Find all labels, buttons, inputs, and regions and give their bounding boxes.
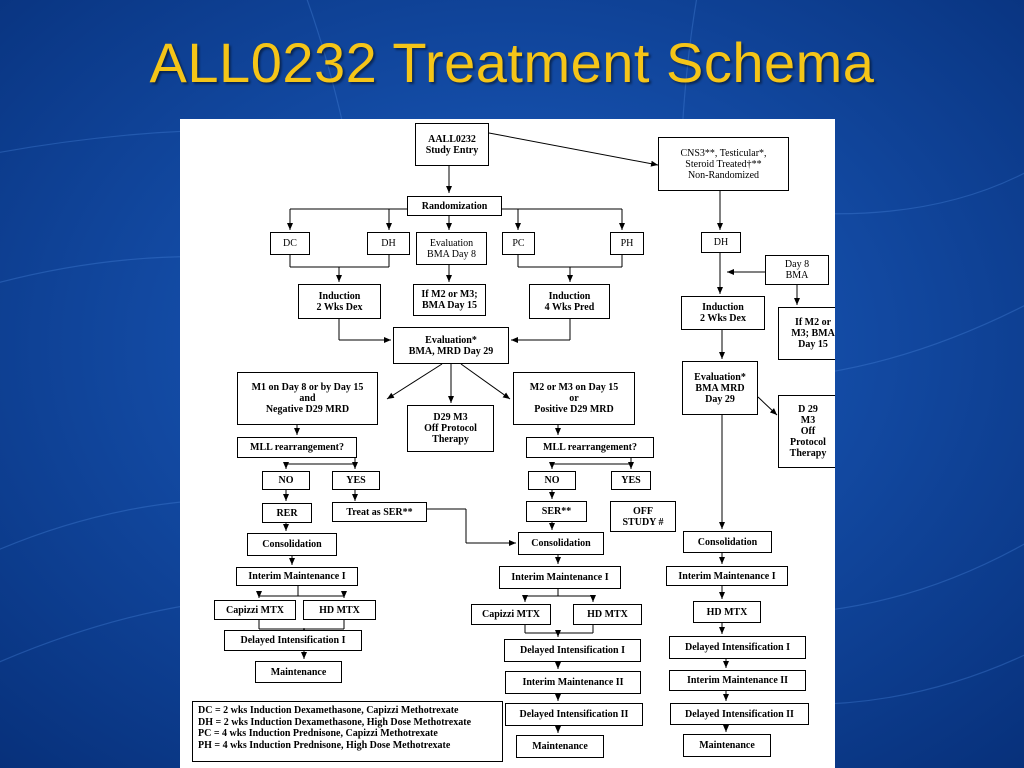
maintenance-left-box: Maintenance: [255, 661, 342, 683]
hd-mtx-left-box: HD MTX: [303, 600, 376, 620]
interim-maintenance-ii-right-box: Interim Maintenance II: [669, 670, 806, 691]
delayed-intensification-ii-right-box: Delayed Intensification II: [670, 703, 809, 725]
evaluation-right-box: Evaluation* BMA MRD Day 29: [682, 361, 758, 415]
arm-pc-box: PC: [502, 232, 535, 255]
legend-line: PC = 4 wks Induction Prednisone, Capizzi…: [198, 728, 438, 739]
study-entry-box: AALL0232 Study Entry: [415, 123, 489, 166]
arm-dc-box: DC: [270, 232, 310, 255]
interim-maintenance-right-box: Interim Maintenance I: [666, 566, 788, 586]
if-m2-m3-day15-box: If M2 or M3; BMA Day 15: [413, 284, 486, 316]
arm-dh-right-box: DH: [701, 232, 741, 253]
induction-pred-box: Induction 4 Wks Pred: [529, 284, 610, 319]
no-right-box: NO: [528, 471, 576, 490]
slide-title: ALL0232 Treatment Schema: [149, 31, 875, 94]
rer-box: RER: [262, 503, 312, 523]
legend-line: PH = 4 wks Induction Prednisone, High Do…: [198, 739, 451, 751]
interim-maintenance-left-box: Interim Maintenance I: [236, 567, 358, 586]
if-m2-m3-right-box: If M2 or M3; BMA Day 15: [778, 307, 835, 360]
m2-m3-branch-box: M2 or M3 on Day 15 or Positive D29 MRD: [513, 372, 635, 425]
yes-right-box: YES: [611, 471, 651, 490]
randomization-box: Randomization: [407, 196, 502, 216]
treat-as-ser-box: Treat as SER**: [332, 502, 427, 522]
flowchart-connectors: [256, 132, 800, 733]
non-randomized-box: CNS3**, Testicular*, Steroid Treated†** …: [658, 137, 789, 191]
legend-line: DC = 2 wks Induction Dexamethasone, Capi…: [198, 705, 459, 716]
legend-line: DH = 2 wks Induction Dexamethasone, High…: [198, 716, 472, 728]
evaluation-day8-box: Evaluation BMA Day 8: [416, 232, 487, 265]
hd-mtx-mid-box: HD MTX: [573, 604, 642, 625]
induction-dex-right-box: Induction 2 Wks Dex: [681, 296, 765, 330]
schema-panel: AALL0232 Study Entry CNS3**, Testicular*…: [180, 119, 835, 768]
delayed-intensification-mid-box: Delayed Intensification I: [504, 639, 641, 662]
capizzi-mtx-left-box: Capizzi MTX: [214, 600, 296, 620]
evaluation-day29-box: Evaluation* BMA, MRD Day 29: [393, 327, 509, 364]
induction-dex-box: Induction 2 Wks Dex: [298, 284, 381, 319]
interim-maintenance-ii-mid-box: Interim Maintenance II: [505, 671, 641, 694]
arm-dh-box: DH: [367, 232, 410, 255]
no-left-box: NO: [262, 471, 310, 490]
d29-m3-off-right-box: D 29 M3 Off Protocol Therapy: [778, 395, 835, 468]
maintenance-mid-box: Maintenance: [516, 735, 604, 758]
arm-ph-box: PH: [610, 232, 644, 255]
mll-right-box: MLL rearrangement?: [526, 437, 654, 458]
interim-maintenance-mid-box: Interim Maintenance I: [499, 566, 621, 589]
hd-mtx-right-box: HD MTX: [693, 601, 761, 623]
delayed-intensification-left-box: Delayed Intensification I: [224, 630, 362, 651]
m1-branch-box: M1 on Day 8 or by Day 15 and Negative D2…: [237, 372, 378, 425]
consolidation-mid-box: Consolidation: [518, 532, 604, 555]
yes-left-box: YES: [332, 471, 380, 490]
off-study-box: OFF STUDY #: [610, 501, 676, 532]
ser-box: SER**: [526, 501, 587, 522]
maintenance-right-box: Maintenance: [683, 734, 771, 757]
mll-left-box: MLL rearrangement?: [237, 437, 357, 458]
day8-bma-box: Day 8 BMA: [765, 255, 829, 285]
consolidation-right-box: Consolidation: [683, 531, 772, 553]
d29-m3-off-box: D29 M3 Off Protocol Therapy: [407, 405, 494, 452]
delayed-intensification-right-box: Delayed Intensification I: [669, 636, 806, 659]
arm-legend: DC = 2 wks Induction Dexamethasone, Capi…: [192, 701, 503, 762]
consolidation-left-box: Consolidation: [247, 533, 337, 556]
delayed-intensification-ii-mid-box: Delayed Intensification II: [505, 703, 643, 726]
capizzi-mtx-mid-box: Capizzi MTX: [471, 604, 551, 625]
